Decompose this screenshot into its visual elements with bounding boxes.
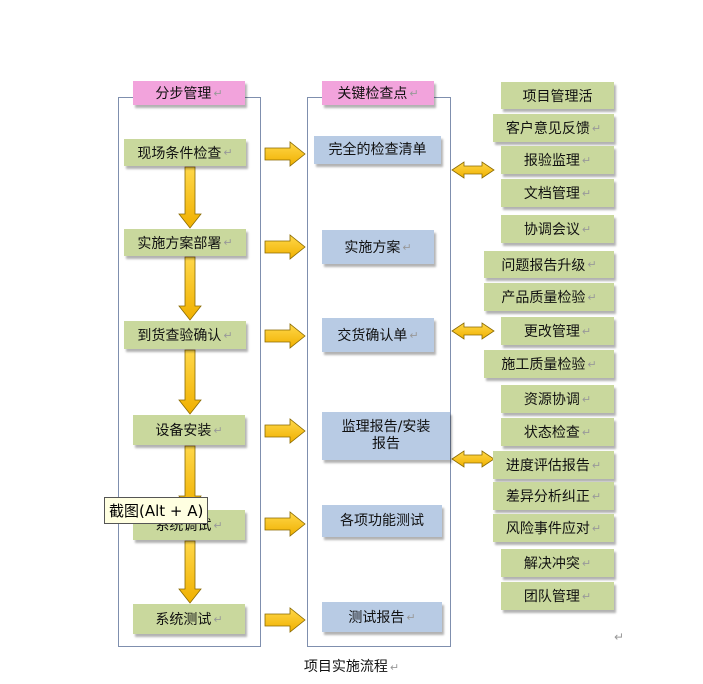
activity-document-management: 文档管理↵ (501, 179, 614, 207)
activity-progress-report: 进度评估报告↵ (493, 451, 614, 479)
right-arrow-5 (264, 511, 306, 537)
right-arrow-1 (264, 141, 306, 167)
activity-change-management: 更改管理↵ (501, 317, 614, 345)
activity-inspection-supervision: 报验监理↵ (501, 146, 614, 174)
checkpoint-test-report: 测试报告↵ (322, 602, 442, 632)
right-arrow-3 (264, 323, 306, 349)
activity-coordination-meeting: 协调会议↵ (501, 215, 614, 243)
step-plan-deploy: 实施方案部署↵ (124, 229, 246, 256)
right-arrow-4 (264, 418, 306, 444)
activity-conflict-resolution: 解决冲突↵ (501, 549, 614, 577)
header-step-management: 分步管理↵ (133, 81, 245, 105)
activity-team-management: 团队管理↵ (501, 582, 614, 610)
checkpoint-plan: 实施方案↵ (322, 230, 434, 264)
right-arrow-2 (264, 234, 306, 260)
activity-product-qc: 产品质量检验↵ (484, 283, 614, 311)
step-delivery-inspect: 到货查验确认↵ (124, 321, 246, 349)
activity-variance-correction: 差异分析纠正↵ (493, 482, 614, 510)
double-arrow-1 (451, 161, 495, 179)
down-arrow-1 (178, 166, 202, 229)
screenshot-tooltip: 截图(Alt + A) (104, 497, 209, 524)
header-key-checkpoints: 关键检查点↵ (322, 81, 434, 105)
checkpoint-delivery-receipt: 交货确认单↵ (322, 318, 434, 352)
checkpoint-supervision-report: 监理报告/安装报告 (322, 412, 450, 460)
activity-risk-response: 风险事件应对↵ (493, 514, 614, 542)
down-arrow-3 (178, 349, 202, 415)
checkpoint-function-test: 各项功能测试 (322, 505, 442, 537)
diagram-caption: 项目实施流程↵ (303, 659, 400, 675)
double-arrow-3 (451, 450, 495, 468)
activity-status-check: 状态检查↵ (501, 418, 614, 446)
down-arrow-2 (178, 256, 202, 321)
paragraph-mark: ↵ (614, 630, 625, 644)
activity-customer-feedback: 客户意见反馈↵ (493, 114, 614, 142)
right-arrow-6 (264, 607, 306, 633)
step-equipment-install: 设备安装↵ (133, 415, 245, 445)
step-system-test: 系统测试↵ (133, 604, 245, 634)
double-arrow-2 (451, 322, 495, 340)
activity-project-management: 项目管理活 (501, 82, 614, 109)
down-arrow-5 (178, 540, 202, 604)
checkpoint-checklist: 完全的检查清单 (314, 136, 441, 164)
activity-issue-escalation: 问题报告升级↵ (484, 251, 614, 278)
activity-construction-qc: 施工质量检验↵ (484, 350, 614, 378)
activity-resource-coordination: 资源协调↵ (501, 385, 614, 413)
step-site-check: 现场条件检查↵ (124, 139, 246, 166)
